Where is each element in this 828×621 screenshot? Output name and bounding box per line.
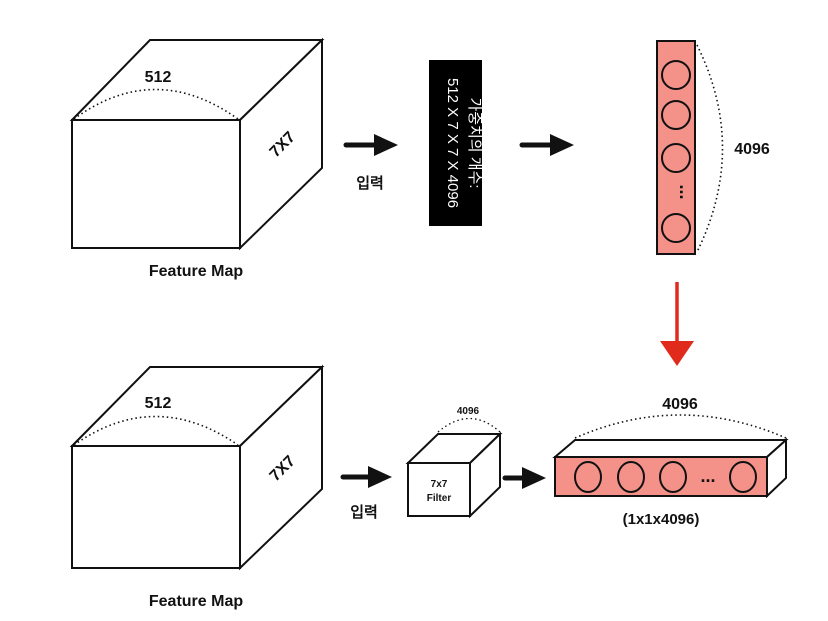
output-neuron bbox=[617, 461, 645, 493]
fc-neuron bbox=[661, 100, 691, 130]
bottom-feature-map-cube bbox=[69, 364, 325, 571]
fc-neuron bbox=[661, 60, 691, 90]
top-output-arrow bbox=[519, 134, 574, 156]
output-top-face bbox=[552, 439, 789, 458]
output-side-face bbox=[766, 437, 787, 499]
top-input-label: 입력 bbox=[356, 174, 384, 192]
top-cube-width-label: 512 bbox=[145, 69, 172, 86]
bottom-cube-width-label: 512 bbox=[145, 395, 172, 412]
bottom-input-arrow bbox=[340, 466, 392, 488]
fc-neuron bbox=[661, 143, 691, 173]
top-feature-map-caption: Feature Map bbox=[149, 263, 243, 280]
bottom-feature-map-caption: Feature Map bbox=[149, 593, 243, 610]
bottom-cube-front-face bbox=[71, 445, 241, 569]
output-shape-label: (1x1x4096) bbox=[623, 511, 700, 528]
weights-count-line2: 512 X 7 X 7 X 4096 bbox=[444, 78, 461, 208]
filter-cube-side-face bbox=[469, 431, 501, 519]
filter-label-line1: 7x7 bbox=[431, 479, 448, 490]
bottom-input-label: 입력 bbox=[350, 503, 378, 521]
bottom-cube-side-face bbox=[239, 364, 323, 571]
weights-count-box bbox=[429, 60, 482, 226]
top-feature-map-cube bbox=[69, 37, 325, 251]
fc-neuron-count-label: 4096 bbox=[734, 141, 770, 158]
fc-neuron-count-brace bbox=[696, 44, 724, 253]
weights-count-line1: 가중치의 개수: bbox=[466, 97, 483, 188]
fc-neuron bbox=[661, 213, 691, 243]
bottom-output-arrow bbox=[502, 467, 546, 489]
output-neuron bbox=[574, 461, 602, 493]
fc-neuron-ellipsis: ... bbox=[676, 184, 696, 199]
transition-arrow bbox=[660, 282, 694, 366]
fc-neuron-column bbox=[656, 40, 696, 255]
bottom-cube-width-brace bbox=[73, 415, 239, 446]
filter-depth-brace bbox=[437, 418, 501, 433]
filter-depth-label: 4096 bbox=[457, 406, 480, 417]
filter-cube bbox=[405, 431, 503, 519]
output-neuron-ellipsis: ... bbox=[700, 466, 715, 486]
filter-label-line2: Filter bbox=[427, 493, 452, 504]
top-cube-side-face bbox=[239, 37, 323, 251]
output-neuron bbox=[659, 461, 687, 493]
top-input-arrow bbox=[343, 134, 398, 156]
top-cube-front-face bbox=[71, 119, 241, 249]
output-count-label: 4096 bbox=[662, 396, 698, 413]
output-count-brace bbox=[574, 414, 787, 439]
output-neuron bbox=[729, 461, 757, 493]
top-cube-width-brace bbox=[73, 88, 239, 120]
